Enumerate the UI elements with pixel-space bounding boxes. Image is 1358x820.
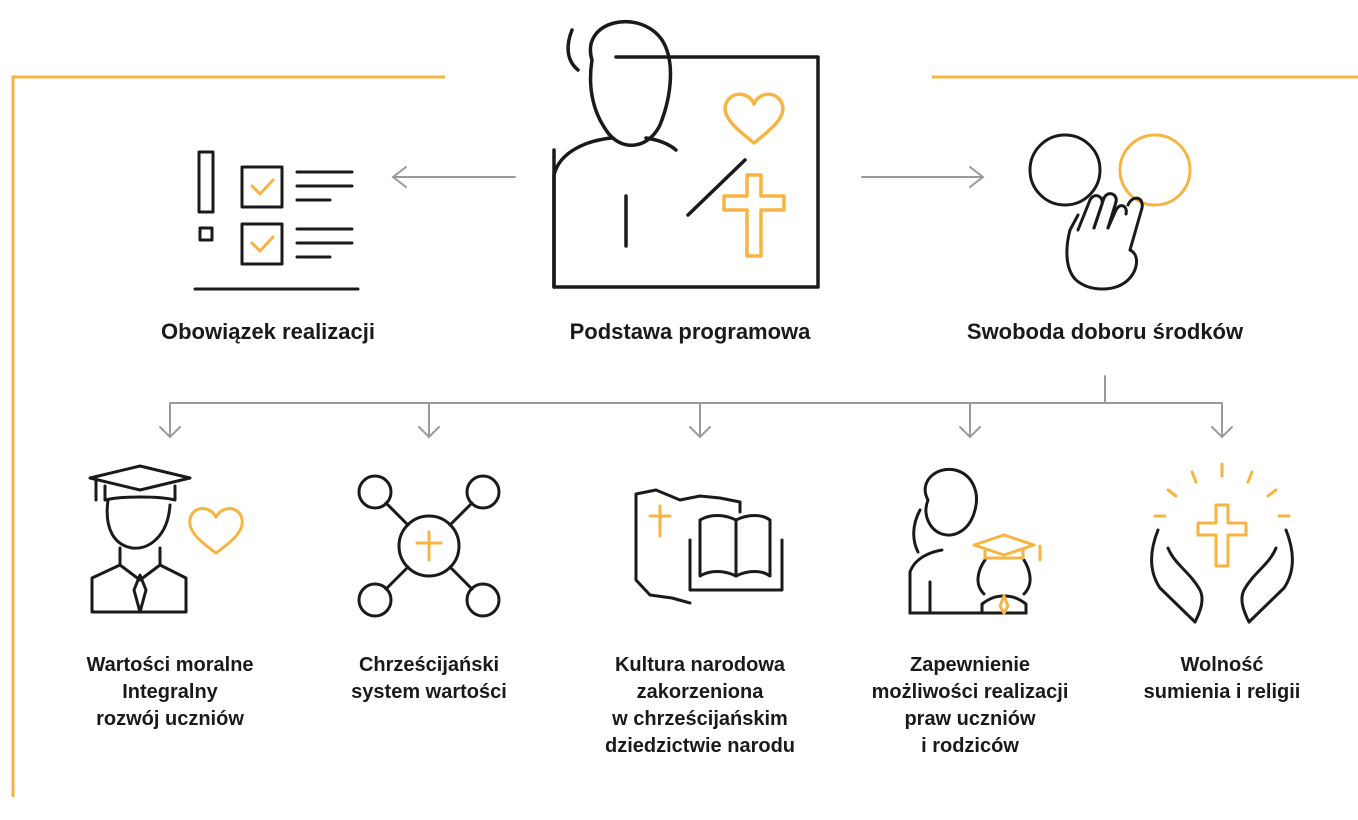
item-label-3: Kultura narodowa zakorzeniona w chrześci… [570, 652, 830, 760]
arrow-right [861, 166, 985, 188]
checklist-exclamation-icon [193, 150, 360, 291]
item-label-3-line-4: dziedzictwie narodu [604, 735, 796, 757]
item-label-4-line-4: i rodziców [921, 735, 1019, 757]
center-label: Podstawa programowa [569, 319, 811, 344]
item-label-5: Wolność sumienia i religii [1107, 652, 1337, 706]
hand-choosing-circle-icon [1028, 133, 1192, 291]
graduate-heart-icon [88, 464, 244, 614]
item-label-1-line-1: Wartości moralne [86, 654, 254, 676]
item-label-3-line-3: w chrześcijańskim [612, 708, 788, 730]
item-label-2-line-1: Chrześcijański [358, 654, 500, 676]
item-label-4-line-3: praw uczniów [904, 708, 1036, 730]
item-label-3-line-1: Kultura narodowa [614, 654, 785, 676]
item-label-1-line-2: Integralny [122, 681, 218, 703]
frame-lines [11, 75, 1358, 797]
right-label: Swoboda doboru środków [966, 319, 1244, 344]
down-arrow-5 [1211, 402, 1233, 439]
frame-left-line [11, 75, 445, 797]
item-label-3-line-2: zakorzeniona [636, 681, 764, 703]
poland-map-book-cross-icon [634, 488, 784, 605]
praying-hands-cross-icon [1150, 462, 1294, 624]
top-arrows [391, 166, 985, 188]
down-arrow-1 [159, 402, 181, 439]
teacher-board-heart-cross-icon [552, 20, 820, 289]
down-arrow-2 [418, 402, 440, 439]
item-label-1-line-3: rozwój uczniów [96, 708, 244, 730]
item-label-1: Wartości moralne Integralny rozwój uczni… [50, 652, 290, 733]
parent-student-icon [908, 467, 1042, 615]
item-label-4-line-1: Zapewnienie [909, 654, 1031, 676]
item-label-2-line-2: system wartości [351, 681, 507, 703]
down-arrow-3 [689, 402, 711, 439]
item-label-5-line-2: sumienia i religii [1143, 681, 1301, 703]
item-label-4: Zapewnienie możliwości realizacji praw u… [845, 652, 1095, 760]
network-cross-icon [357, 474, 501, 618]
arrow-left [391, 166, 516, 188]
item-label-4-line-2: możliwości realizacji [871, 681, 1069, 703]
down-arrow-4 [959, 402, 981, 439]
item-label-2: Chrześcijański system wartości [309, 652, 549, 706]
bottom-connector [159, 375, 1233, 439]
left-label: Obowiązek realizacji [161, 319, 375, 344]
item-label-5-line-1: Wolność [1180, 654, 1264, 676]
